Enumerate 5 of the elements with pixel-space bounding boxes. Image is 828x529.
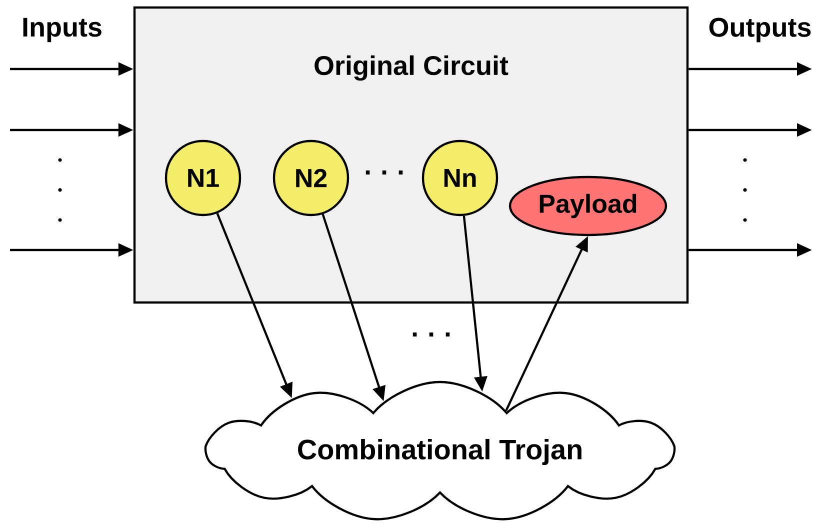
- ellipsis: · · ·: [366, 170, 403, 174]
- heading: Outputs: [709, 18, 811, 42]
- trojan-cloud: Combinational Trojan: [204, 380, 676, 520]
- heading: Inputs: [23, 18, 102, 42]
- ellipsis: · · ·: [412, 332, 450, 336]
